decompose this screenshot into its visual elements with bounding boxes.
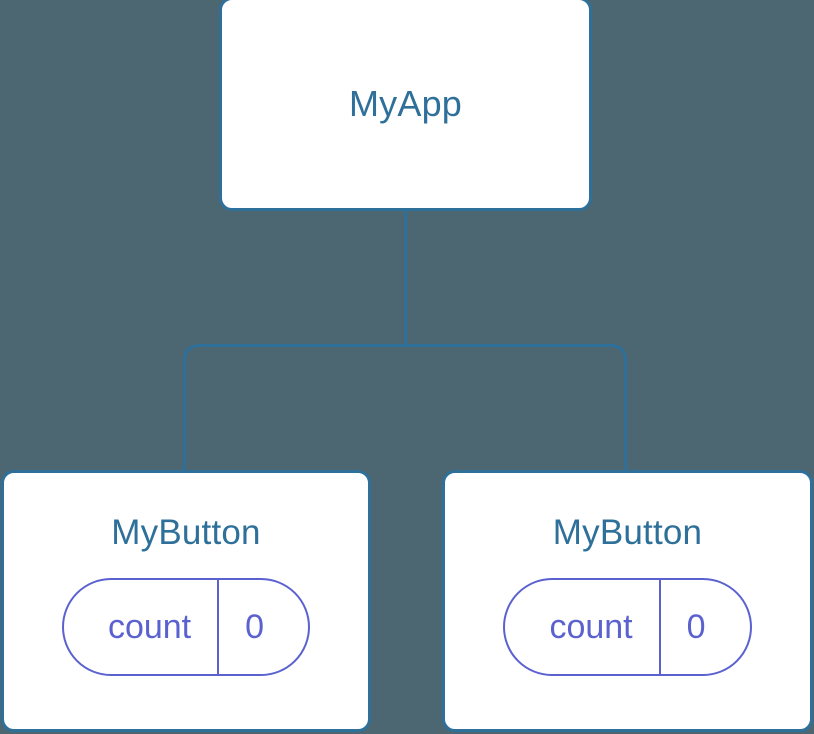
node-title: MyButton <box>552 513 703 552</box>
node-myapp[interactable]: MyApp <box>219 0 592 211</box>
state-badge[interactable]: count 0 <box>61 578 311 676</box>
node-mybutton-2[interactable]: MyButton count 0 <box>442 470 813 732</box>
state-badge[interactable]: count 0 <box>503 578 752 676</box>
node-title: MyButton <box>111 513 261 552</box>
state-divider <box>217 580 220 674</box>
state-value: 0 <box>686 608 706 646</box>
edge-root-to-child-right <box>405 344 627 472</box>
state-value: 0 <box>245 608 265 646</box>
state-key: count <box>549 608 633 646</box>
edge-root-to-child-left <box>183 344 406 472</box>
state-divider <box>658 580 661 674</box>
state-key: count <box>107 608 192 646</box>
node-mybutton-1[interactable]: MyButton count 0 <box>1 470 371 732</box>
node-title: MyApp <box>348 83 463 124</box>
